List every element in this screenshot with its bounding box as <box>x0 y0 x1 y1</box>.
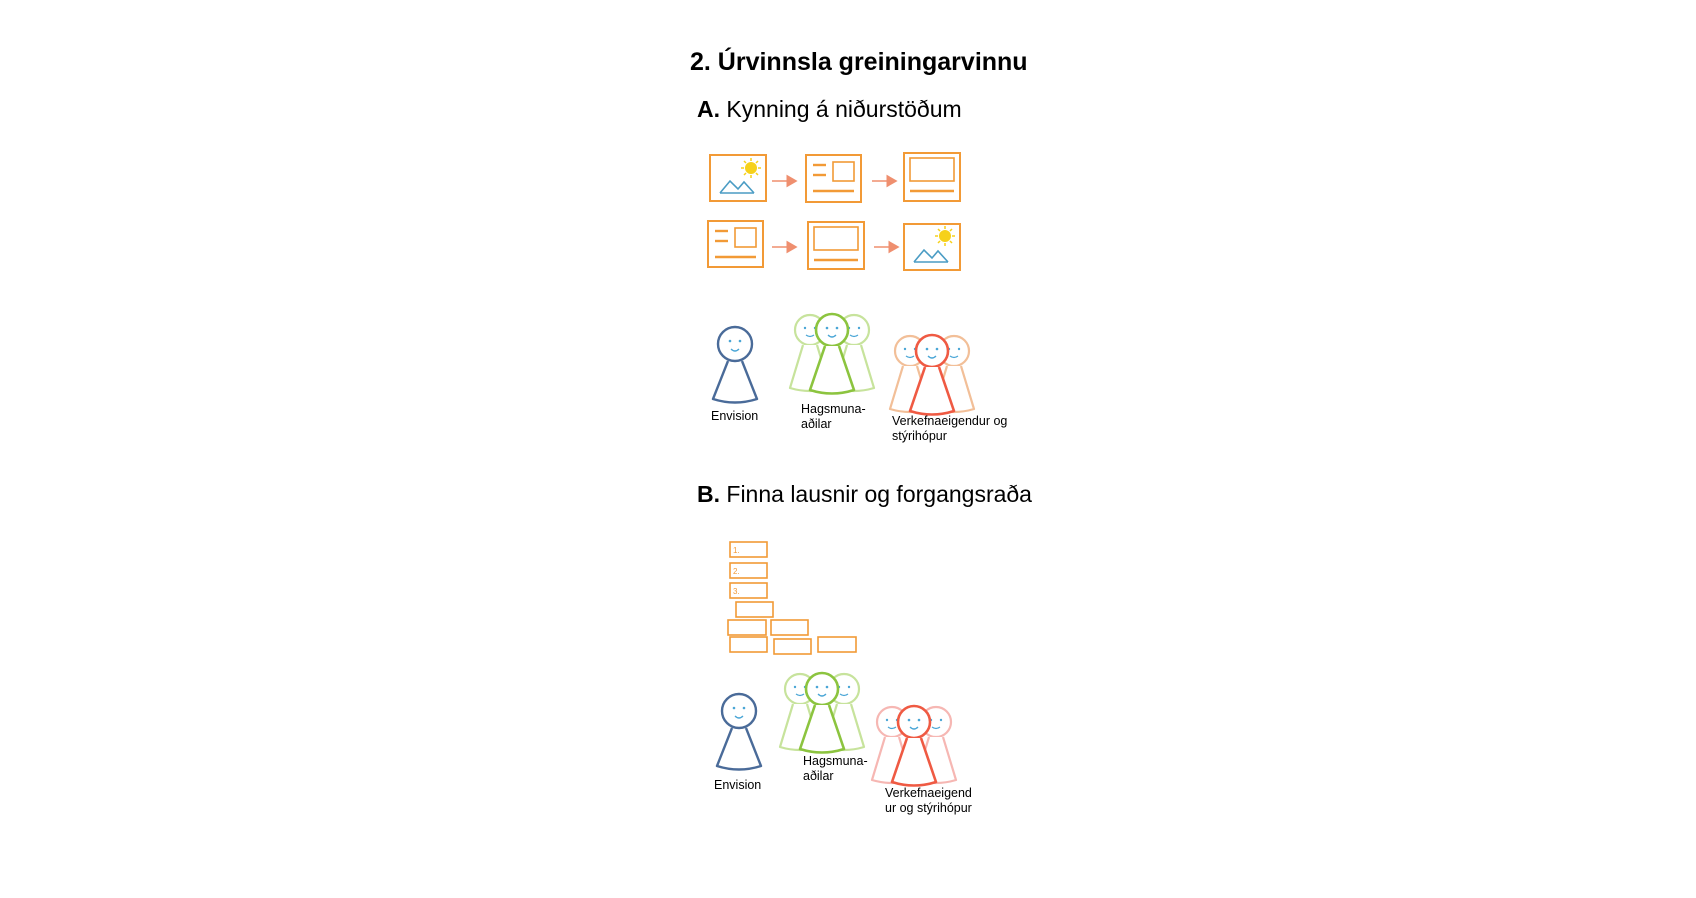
label-owners-b: Verkefnaeigend ur og stýrihópur <box>885 786 972 815</box>
priority-box <box>773 638 812 655</box>
owners-group-icon <box>888 333 976 416</box>
label-envision-a: Envision <box>711 409 759 423</box>
priority-box <box>729 562 768 579</box>
priority-box <box>729 541 768 558</box>
page-title: 2. Úrvinnsla greiningarvinnu <box>690 48 1028 76</box>
label-owners-a: Verkefnaeigendur og stýrihópur <box>892 414 1008 443</box>
priority-number-3: 3. <box>733 587 740 596</box>
slide-image-icon <box>709 154 767 202</box>
section-b-letter: B. <box>697 481 720 507</box>
stakeholders-group-icon <box>788 312 876 395</box>
envision-person-icon <box>715 692 763 771</box>
label-envision-b: Envision <box>714 778 762 792</box>
label-stakeholders-b: Hagsmuna- aðilar <box>803 754 868 783</box>
slide-frame-icon <box>903 152 961 202</box>
slide-text-image-icon <box>707 220 764 268</box>
slide-image-icon <box>903 223 961 271</box>
priority-box <box>817 636 857 653</box>
priority-box <box>727 619 767 636</box>
section-b-heading: B. Finna lausnir og forgangsraða <box>697 481 1032 508</box>
priority-box <box>735 601 774 618</box>
priority-box <box>770 619 809 636</box>
section-a-heading: A. Kynning á niðurstöðum <box>697 96 962 123</box>
slide-text-image-icon <box>805 154 862 203</box>
priority-number-1: 1. <box>733 546 740 555</box>
envision-person-icon <box>711 325 759 404</box>
owners-group-icon <box>870 704 958 787</box>
priority-number-2: 2. <box>733 567 740 576</box>
section-a-letter: A. <box>697 96 720 122</box>
stakeholders-group-icon <box>778 671 866 754</box>
slide-frame-icon <box>807 221 865 270</box>
label-stakeholders-a: Hagsmuna- aðilar <box>801 402 866 431</box>
priority-box <box>729 636 768 653</box>
section-a-text: Kynning á niðurstöðum <box>726 96 962 122</box>
priority-box <box>729 582 768 599</box>
section-b-text: Finna lausnir og forgangsraða <box>726 481 1032 507</box>
